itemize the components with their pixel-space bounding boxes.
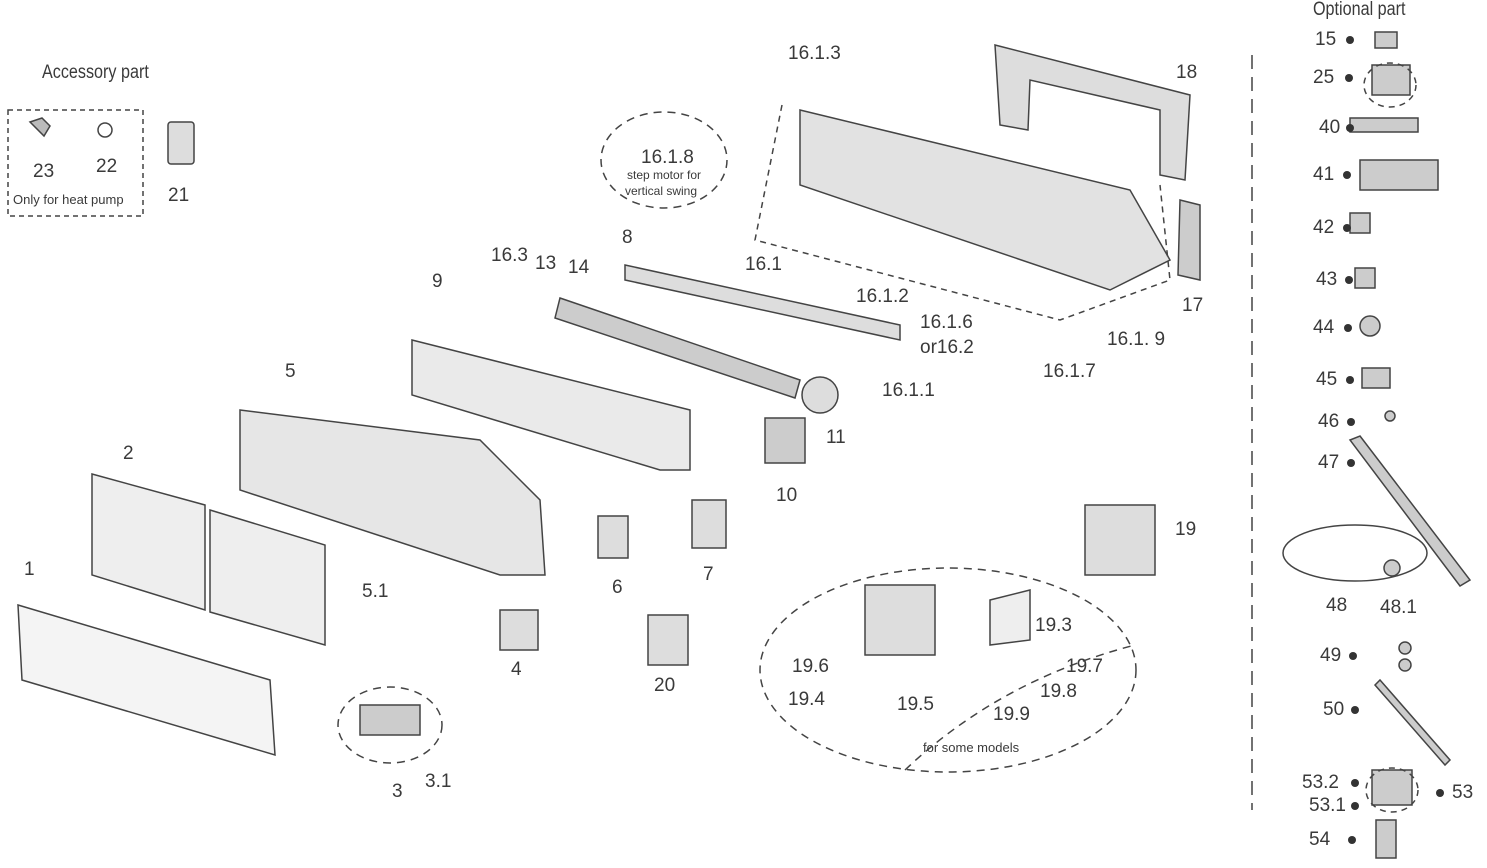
chassis (239, 409, 546, 576)
air-outlet-frame (799, 109, 1172, 291)
ring-part (97, 122, 113, 138)
heat-pump-note: Only for heat pump (13, 192, 124, 207)
part-label: 54 (1309, 829, 1331, 850)
part-label: 19.7 (1066, 656, 1103, 677)
part-19-3 (989, 589, 1031, 646)
part-label: 16.1.2 (856, 286, 909, 307)
part-label: 17 (1182, 295, 1204, 316)
step-motor-circle (600, 111, 728, 209)
part-label: 16.1.6 (920, 312, 973, 333)
some-models-divider (904, 644, 1136, 771)
front-panel (17, 603, 276, 757)
filter-left (91, 473, 206, 612)
fan-motor (801, 376, 839, 414)
electric-box (1084, 504, 1156, 576)
part-label: 16.1.3 (788, 43, 841, 64)
louver (624, 264, 901, 341)
part-label: or16.2 (920, 337, 974, 358)
part-3 (359, 704, 421, 736)
optional-part-heading: Optional part (1313, 0, 1406, 20)
part-3-circle (337, 686, 443, 764)
part-label: 4 (511, 659, 522, 680)
part-label: 19.4 (788, 689, 825, 710)
part-20 (647, 614, 689, 666)
part-19-cover (864, 584, 936, 656)
part-17 (1177, 199, 1201, 281)
part-label: 19.8 (1040, 681, 1077, 702)
part-label: 48.1 (1380, 597, 1417, 618)
remote-control (167, 121, 195, 165)
frame-dashed-outline (754, 104, 1171, 321)
leader-dots (1343, 36, 1444, 844)
part-label: 15 (1315, 29, 1337, 50)
part-25-circle (1363, 62, 1417, 108)
part-label: 6 (612, 577, 623, 598)
part-label: 16.1.1 (882, 380, 935, 401)
part-label: 11 (826, 427, 846, 448)
part-label: 22 (96, 156, 118, 177)
cross-flow-fan (554, 297, 801, 399)
part-label: 53.2 (1302, 772, 1339, 793)
drain-joint (28, 117, 51, 138)
part-4 (499, 609, 539, 651)
mounting-plate (994, 44, 1191, 181)
part-label: 3 (392, 781, 403, 802)
part-label: 45 (1316, 369, 1338, 390)
part-7 (691, 499, 727, 549)
part-label: 7 (703, 564, 714, 585)
part-label: 53.1 (1309, 795, 1346, 816)
part-label: 19.6 (792, 656, 829, 677)
part-label: 16.3 (491, 245, 528, 266)
part-6 (597, 515, 629, 559)
part-label: 16.1.8 (641, 147, 694, 168)
step-motor-note: step motor for (627, 168, 702, 182)
part-label: 19 (1175, 519, 1197, 540)
part-label: 13 (535, 253, 557, 274)
part-label: 2 (123, 443, 134, 464)
part-label: 47 (1318, 452, 1340, 473)
some-models-note: for some models (923, 740, 1020, 755)
step-motor-note-2: vertical swing (625, 184, 698, 198)
part-label: 1 (24, 559, 35, 580)
part-label: 20 (654, 675, 676, 696)
part-label: 21 (168, 185, 190, 206)
part-53-circle (1365, 767, 1419, 813)
part-label: 46 (1318, 411, 1340, 432)
part-label: 19.3 (1035, 615, 1072, 636)
part-label: 40 (1319, 117, 1341, 138)
part-label: 53 (1452, 782, 1474, 803)
part-label: 10 (776, 485, 798, 506)
part-label: 16.1.7 (1043, 361, 1096, 382)
part-label: 23 (33, 161, 55, 182)
part-10 (764, 417, 806, 464)
accessory-part-heading: Accessory part (42, 62, 149, 83)
part-label: 5 (285, 361, 296, 382)
filter-right (209, 508, 326, 646)
electric-parts-circle (759, 567, 1137, 773)
part-label: 8 (622, 227, 633, 248)
part-label: 49 (1320, 645, 1342, 666)
part-label: 25 (1313, 67, 1335, 88)
part-label: 19.9 (993, 704, 1030, 725)
part-label: 50 (1323, 699, 1345, 720)
part-label: 18 (1176, 62, 1198, 83)
part-label: 44 (1313, 317, 1335, 338)
part-label: 3.1 (425, 771, 452, 792)
part-label: 41 (1313, 164, 1335, 185)
part-label: 9 (432, 271, 443, 292)
evaporator (411, 339, 691, 471)
part-label: 48 (1326, 595, 1348, 616)
part-label: 19.5 (897, 694, 934, 715)
optional-parts (1282, 31, 1472, 859)
part-label: 16.1. 9 (1107, 329, 1166, 350)
part-label: 5.1 (362, 581, 389, 602)
part-label: 14 (568, 257, 590, 278)
part-label: 43 (1316, 269, 1338, 290)
accessory-box (7, 109, 144, 217)
part-label: 42 (1313, 217, 1335, 238)
part-label: 16.1 (745, 254, 782, 275)
